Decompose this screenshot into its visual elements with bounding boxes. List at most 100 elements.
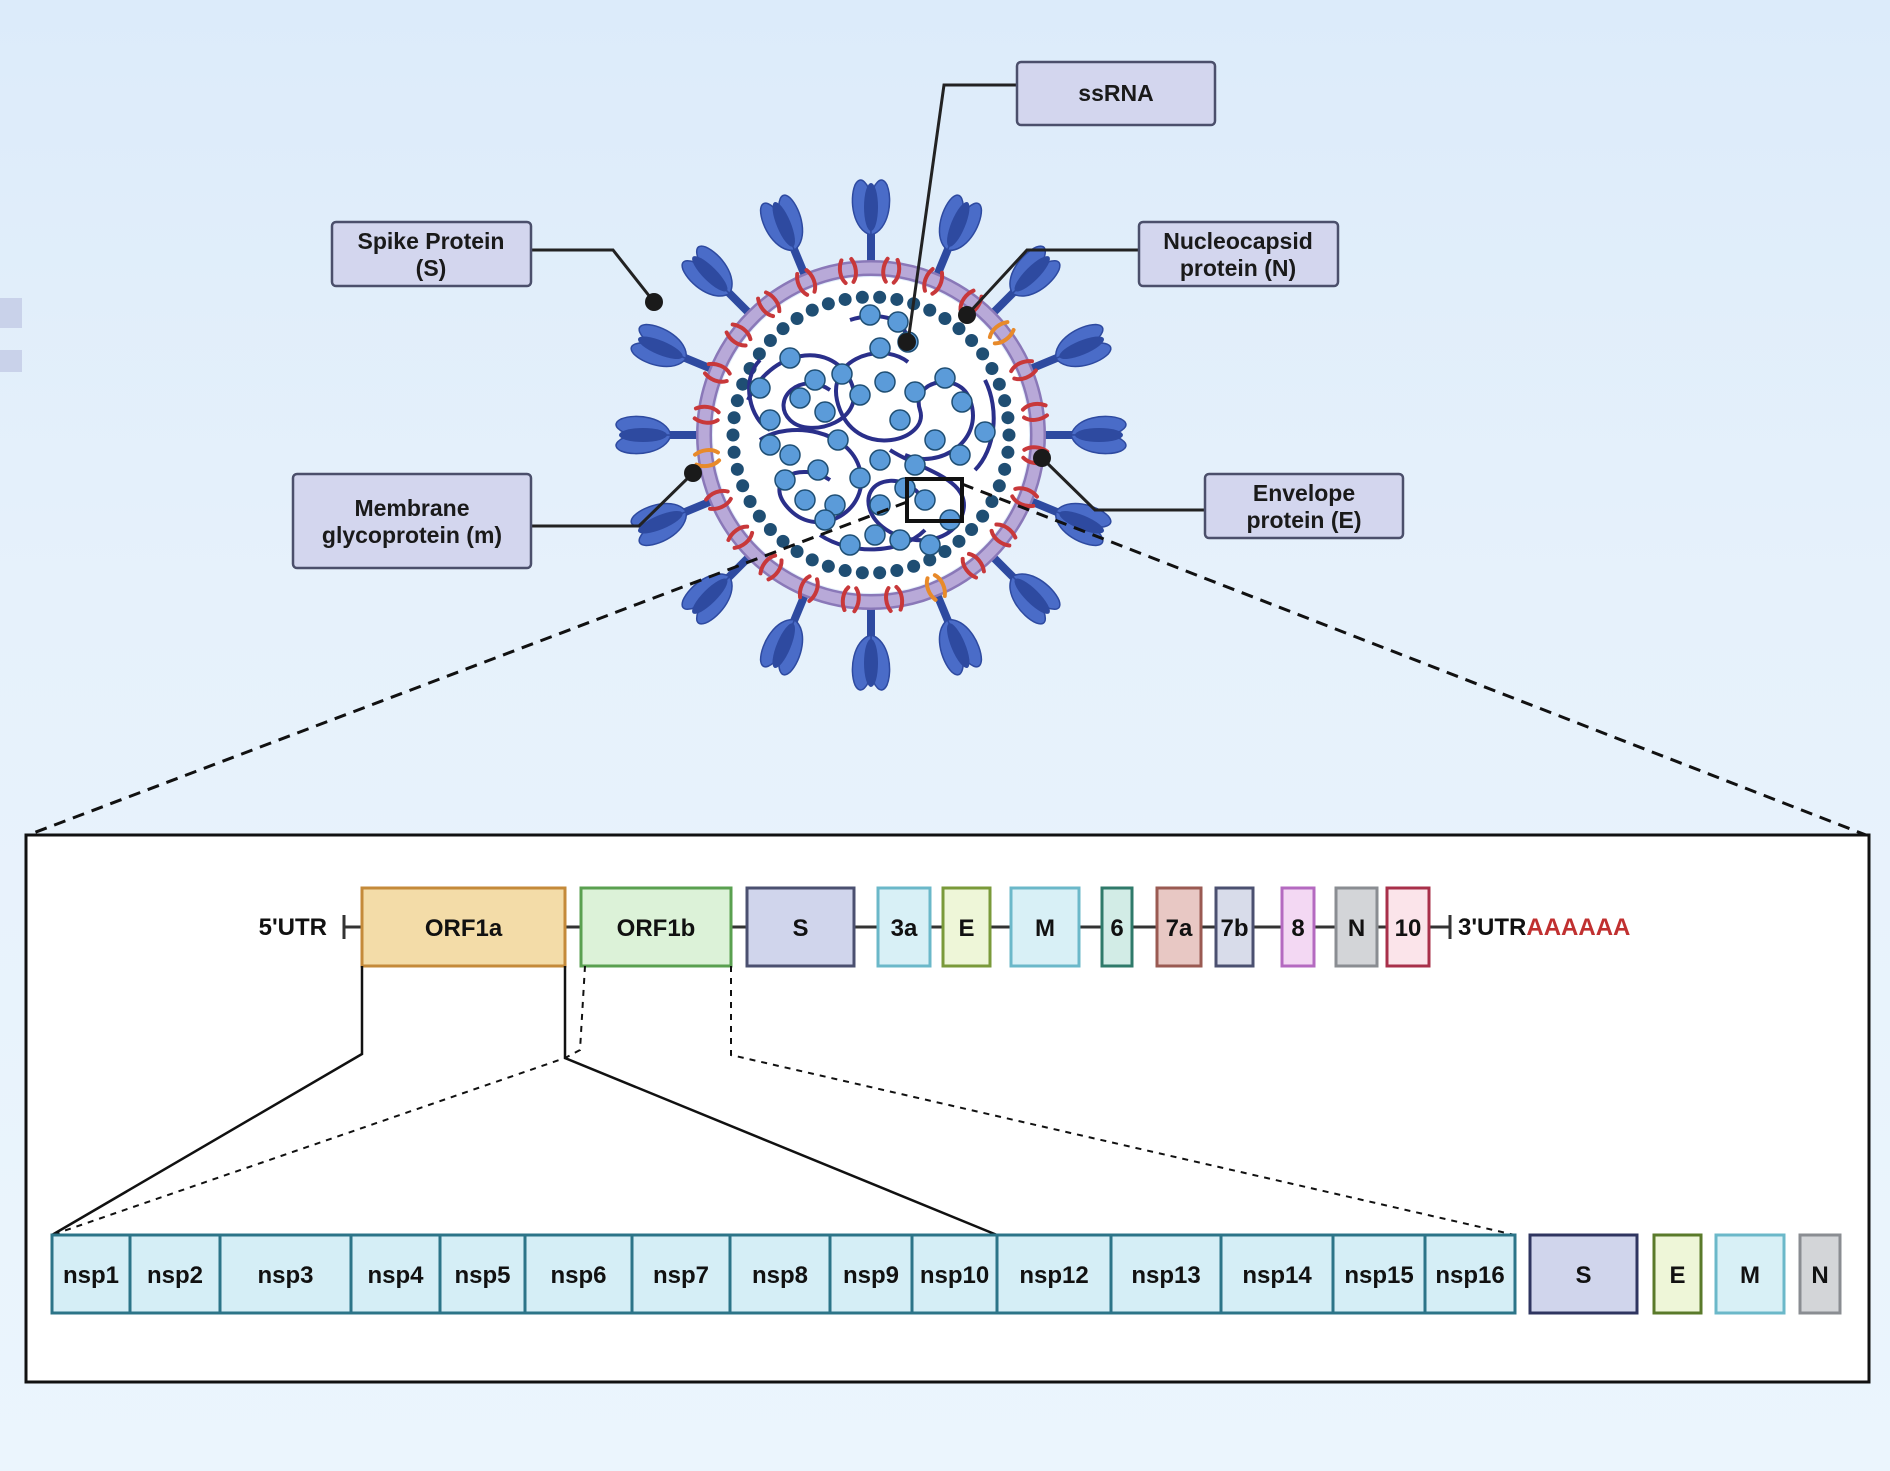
nucleocapsid-bead — [938, 545, 952, 559]
protein-arm — [966, 551, 986, 574]
protein-arm — [922, 267, 935, 293]
gene-box — [1214, 886, 1255, 968]
nucleocapsid-bead — [890, 292, 904, 306]
spike-proteins — [615, 179, 1127, 691]
nucleocapsid-protein-bead — [824, 494, 846, 516]
membrane-protein — [704, 488, 733, 511]
envelope-label-line1: Envelope — [1253, 480, 1355, 506]
nucleocapsid-protein-bead — [789, 387, 811, 409]
zoom-line-right — [961, 482, 1867, 837]
membrane-protein — [1009, 359, 1038, 382]
nucleocapsid-bead — [776, 534, 790, 548]
nucleocapsid-bead — [965, 334, 979, 348]
protein-arm — [730, 322, 753, 342]
membrane-protein — [756, 290, 782, 319]
nucleocapsid-label-line2: protein (N) — [1180, 255, 1296, 281]
envelope-label-line2: protein (E) — [1247, 507, 1362, 533]
protein-arm — [987, 320, 1010, 340]
nsp-label: nsp14 — [1242, 1262, 1312, 1289]
gene-label: E — [958, 915, 974, 942]
nucleocapsid-label-box — [1137, 220, 1340, 288]
structural-s: S — [1528, 1233, 1639, 1315]
gene-label: 7b — [1220, 915, 1248, 942]
nucleocapsid-protein-bead — [949, 444, 971, 466]
nucleocapsid-protein-bead — [849, 467, 871, 489]
protein-arm — [766, 558, 784, 582]
protein-arm — [840, 585, 851, 613]
membrane-protein — [989, 522, 1018, 548]
protein-arm — [706, 361, 732, 376]
nsp-label: nsp7 — [653, 1262, 709, 1289]
ssrna-leader-line — [906, 83, 1017, 343]
nucleocapsid-protein-bead — [924, 429, 946, 451]
ssrna-label-box — [1015, 60, 1217, 127]
nsp15-segment: nsp15 — [1331, 1233, 1427, 1315]
protein-arm — [989, 528, 1012, 548]
gene-orf1a: ORF1a — [360, 886, 567, 968]
protein-arm — [1020, 401, 1048, 412]
protein-arm — [704, 488, 730, 502]
gene-label: S — [792, 915, 808, 942]
protein-arm — [960, 556, 979, 580]
nucleocapsid-bead — [890, 564, 904, 578]
nucleocapsid-bead — [873, 566, 887, 580]
nsp-label: nsp9 — [843, 1262, 899, 1289]
nucleocapsid-protein-bead — [774, 469, 796, 491]
protein-arm — [1022, 413, 1049, 422]
nucleocapsid-bead — [1001, 411, 1015, 425]
nsp13-segment: nsp13 — [1109, 1233, 1223, 1315]
nucleocapsid-bead — [805, 303, 819, 317]
nucleocapsid-protein-bead — [807, 459, 829, 481]
nsp-box — [995, 1233, 1113, 1315]
membrane-protein — [724, 322, 753, 348]
label-membrane: Membrane glycoprotein (m) — [291, 464, 702, 570]
rna-strand-segment — [818, 528, 927, 552]
nsp16-segment: nsp16 — [1423, 1233, 1517, 1315]
gene-box — [360, 886, 567, 968]
nucleocapsid-bead — [923, 553, 937, 567]
nucleocapsid-protein-bead — [779, 347, 801, 369]
nucleocapsid-bead — [985, 362, 999, 376]
nsp-box — [828, 1233, 914, 1315]
gene-10: 10 — [1385, 886, 1431, 968]
nsp-label: nsp3 — [257, 1262, 313, 1289]
nucleocapsid-protein-bead — [827, 429, 849, 451]
label-spike: Spike Protein (S) — [330, 220, 663, 311]
nsp14-segment: nsp14 — [1219, 1233, 1335, 1315]
gene-label: 7a — [1166, 915, 1193, 942]
nsp-label: nsp15 — [1344, 1262, 1413, 1289]
protein-arm — [924, 576, 938, 602]
nucleocapsid-bead — [998, 462, 1012, 476]
zoom-line-left — [27, 500, 908, 837]
structural-label: E — [1669, 1262, 1685, 1289]
gene-box — [1009, 886, 1081, 968]
spike-label-box — [330, 220, 533, 288]
spike-core — [638, 336, 683, 359]
nsp-box — [523, 1233, 634, 1315]
nsp12-segment: nsp12 — [995, 1233, 1113, 1315]
gene-label: 6 — [1110, 915, 1123, 942]
nucleocapsid-protein-bead — [779, 444, 801, 466]
spike-core — [1014, 256, 1050, 292]
nucleocapsid-bead — [790, 545, 804, 559]
gene-6: 6 — [1100, 886, 1134, 968]
gene-8: 8 — [1280, 886, 1316, 968]
nucleocapsid-protein-bead — [814, 401, 836, 423]
membrane-protein — [840, 585, 861, 614]
nucleocapsid-protein-bead — [889, 529, 911, 551]
membrane-protein — [884, 584, 905, 613]
protein-arm — [724, 330, 748, 348]
poly-a-tail: AAAAAA — [1526, 914, 1630, 941]
protein-arm — [693, 448, 720, 457]
membrane-protein — [1010, 486, 1039, 509]
spike-protein — [931, 194, 983, 283]
nucleocapsid-bead — [752, 509, 766, 523]
protein-arm — [797, 574, 812, 600]
gene-box — [1100, 886, 1134, 968]
membrane-label-line1: Membrane — [354, 495, 469, 521]
spike-protein — [931, 587, 983, 676]
structural-label: S — [1575, 1262, 1591, 1289]
nucleocapsid-bead — [821, 559, 835, 573]
membrane-protein — [922, 267, 945, 296]
nucleocapsid-ring — [726, 290, 1016, 580]
